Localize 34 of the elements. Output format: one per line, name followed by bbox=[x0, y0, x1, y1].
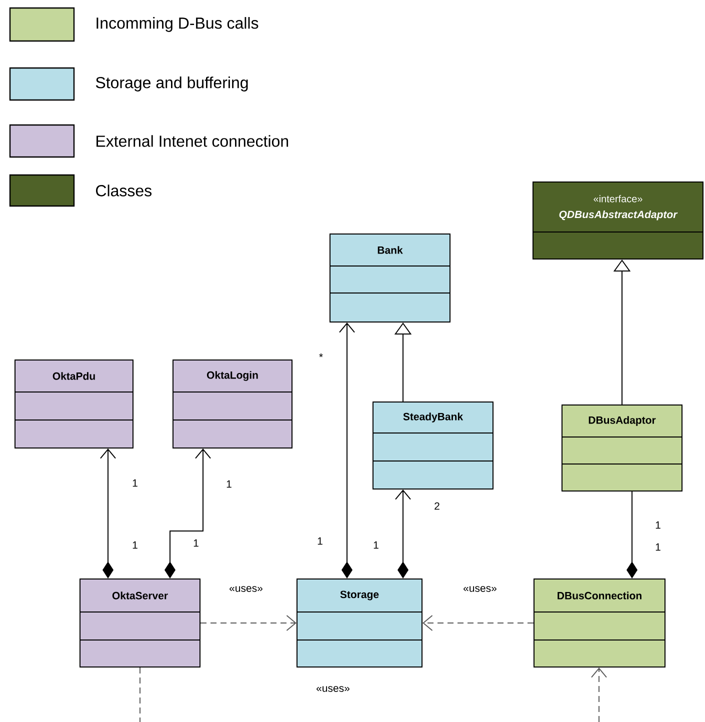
multiplicity-label: 1 bbox=[374, 541, 378, 549]
class-box: DBusConnection bbox=[534, 578, 666, 668]
association-arrow bbox=[626, 491, 638, 578]
multiplicity-label: 1 bbox=[656, 543, 660, 551]
edge-label: «uses» bbox=[462, 585, 498, 593]
class-box: Bank bbox=[330, 234, 450, 322]
class-box: Storage bbox=[296, 578, 422, 668]
legend-label: Incomming D-Bus calls bbox=[96, 17, 258, 32]
class-box: OktaServer bbox=[80, 578, 200, 668]
multiplicity-label: 1 bbox=[656, 521, 660, 529]
legend-label: Storage and buffering bbox=[96, 76, 248, 92]
class-box: DBusAdaptor bbox=[562, 404, 682, 492]
legend-label: Classes bbox=[96, 184, 152, 196]
association-arrow bbox=[100, 448, 116, 578]
class-box: SteadyBank bbox=[372, 402, 494, 490]
dependency-arrow bbox=[422, 615, 534, 631]
multiplicity-label: 1 bbox=[132, 479, 138, 487]
multiplicity-label: 1 bbox=[318, 537, 322, 545]
class-box: «interface» QDBusAbstractAdaptor bbox=[532, 182, 704, 260]
association-arrow bbox=[395, 490, 411, 578]
multiplicity-label: 1 bbox=[194, 539, 198, 547]
association-arrow bbox=[339, 322, 355, 578]
multiplicity-label: 2 bbox=[434, 502, 440, 510]
multiplicity-label: * bbox=[319, 353, 323, 358]
dependency-arrow bbox=[200, 615, 296, 631]
multiplicity-label: 1 bbox=[132, 541, 138, 549]
dependency-arrow bbox=[591, 668, 607, 722]
association-arrow bbox=[164, 448, 211, 578]
legend-label: External Intenet connection bbox=[96, 135, 288, 147]
multiplicity-label: 1 bbox=[226, 480, 232, 488]
edge-label: «uses» bbox=[228, 585, 264, 593]
multiplicity-label: «uses» bbox=[316, 686, 350, 692]
class-box: OktaLogin bbox=[172, 360, 292, 448]
class-box: OktaPdu bbox=[14, 360, 134, 448]
